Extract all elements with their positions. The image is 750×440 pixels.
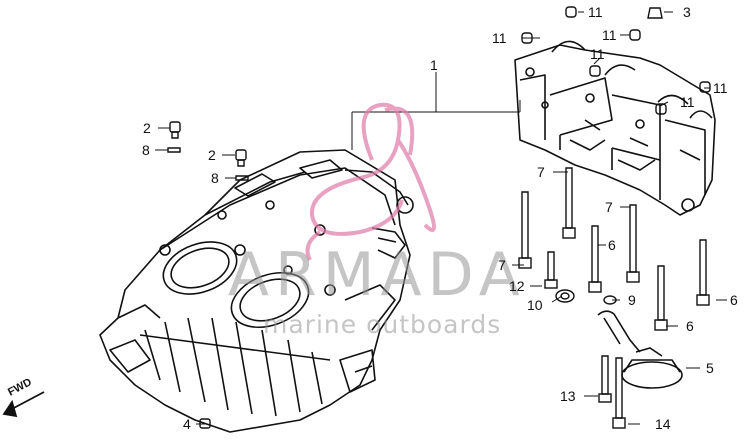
oil-strainer — [597, 310, 683, 389]
callout-11-c: 11 — [602, 27, 617, 43]
leader-lines — [155, 11, 727, 425]
callout-11-f: 11 — [680, 94, 695, 110]
watermark-subtitle-text: marine outboards — [263, 310, 502, 339]
bearing-carrier — [514, 40, 716, 216]
watermark-logo-icon — [305, 102, 436, 261]
callout-8-a: 8 — [142, 142, 150, 158]
watermark-brand-text: ARMADA — [228, 240, 526, 310]
callout-8-b: 8 — [211, 170, 219, 186]
callout-13: 13 — [560, 388, 576, 404]
fasteners — [167, 6, 711, 429]
callout-7-b: 7 — [605, 199, 613, 215]
callout-6-a: 6 — [608, 237, 616, 253]
callout-1: 1 — [430, 57, 438, 73]
callout-11-a: 11 — [588, 4, 603, 20]
callout-10: 10 — [527, 297, 543, 313]
callout-12: 12 — [509, 278, 525, 294]
callout-7-c: 7 — [498, 257, 506, 273]
callout-2-a: 2 — [143, 120, 151, 136]
callout-7-a: 7 — [537, 164, 545, 180]
crankcase-lower — [99, 149, 414, 433]
callout-5: 5 — [706, 360, 714, 376]
callout-2-b: 2 — [208, 147, 216, 163]
callout-9: 9 — [628, 292, 636, 308]
callout-6-c: 6 — [686, 318, 694, 334]
callout-6-b: 6 — [730, 292, 738, 308]
callout-11-b: 11 — [492, 30, 507, 46]
callout-3: 3 — [683, 4, 691, 20]
callout-11-d: 11 — [590, 46, 605, 62]
callout-4: 4 — [183, 416, 191, 432]
callout-14: 14 — [655, 416, 671, 432]
fwd-arrow-icon — [2, 391, 45, 418]
callout-11-e: 11 — [713, 80, 728, 96]
